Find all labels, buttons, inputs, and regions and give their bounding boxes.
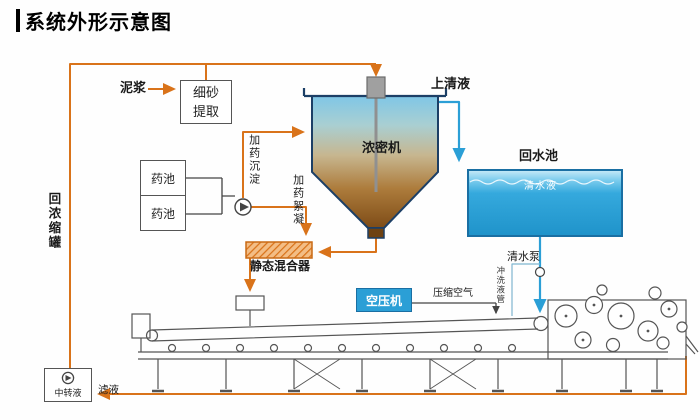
page-title: 系统外形示意图 xyxy=(16,6,172,35)
mud-label: 泥浆 xyxy=(120,80,147,95)
thickener-tank xyxy=(302,76,448,239)
chem-pool-top-box: 药池 xyxy=(140,160,186,196)
chem-pool-bottom-label: 药池 xyxy=(150,206,175,221)
dosing-pump-icon xyxy=(234,198,252,216)
flush-pipe-label: 冲洗液管 xyxy=(495,266,506,304)
return-thickener-label: 回浓缩罐 xyxy=(46,192,61,250)
static-mixer-label: 静态混合器 xyxy=(249,259,310,273)
clear-water-pump-label: 清水泵 xyxy=(507,251,540,263)
chem-pool-bottom-box: 药池 xyxy=(140,195,186,231)
air-compressor-label: 空压机 xyxy=(365,293,402,308)
return-pool-label: 回水池 xyxy=(519,148,559,163)
dosing-flocculation-label: 加药絮凝 xyxy=(291,174,304,226)
feed-box xyxy=(235,295,265,326)
air-compressor-box: 空压机 xyxy=(356,288,412,312)
sand-extractor-box: 细砂提取 xyxy=(180,80,232,124)
belt-filter-press xyxy=(131,284,699,393)
static-mixer xyxy=(245,241,313,259)
pipes-orange xyxy=(69,63,687,400)
thickener-label: 浓密机 xyxy=(362,140,402,155)
pipes-dark xyxy=(186,177,500,315)
compressed-air-label: 压缩空气 xyxy=(433,288,473,299)
supernatant-label: 上清液 xyxy=(431,76,471,91)
dosing-settling-label: 加药沉淀 xyxy=(247,134,260,186)
clear-water-label: 清水液 xyxy=(524,181,557,192)
thickener-motor xyxy=(366,76,386,99)
clear-water-pump-icon xyxy=(534,266,546,278)
return-water-pool xyxy=(467,169,623,237)
title-bar xyxy=(16,9,20,32)
filtrate-label: 滤液 xyxy=(98,384,119,396)
transfer-pump-icon xyxy=(61,371,75,385)
page-title-text: 系统外形示意图 xyxy=(25,12,172,34)
sand-extractor-label: 细砂提取 xyxy=(192,84,219,120)
chem-pool-top-label: 药池 xyxy=(150,171,175,186)
transfer-tank-label: 中转液 xyxy=(54,388,82,398)
transfer-tank-box: 中转液 xyxy=(44,368,92,402)
